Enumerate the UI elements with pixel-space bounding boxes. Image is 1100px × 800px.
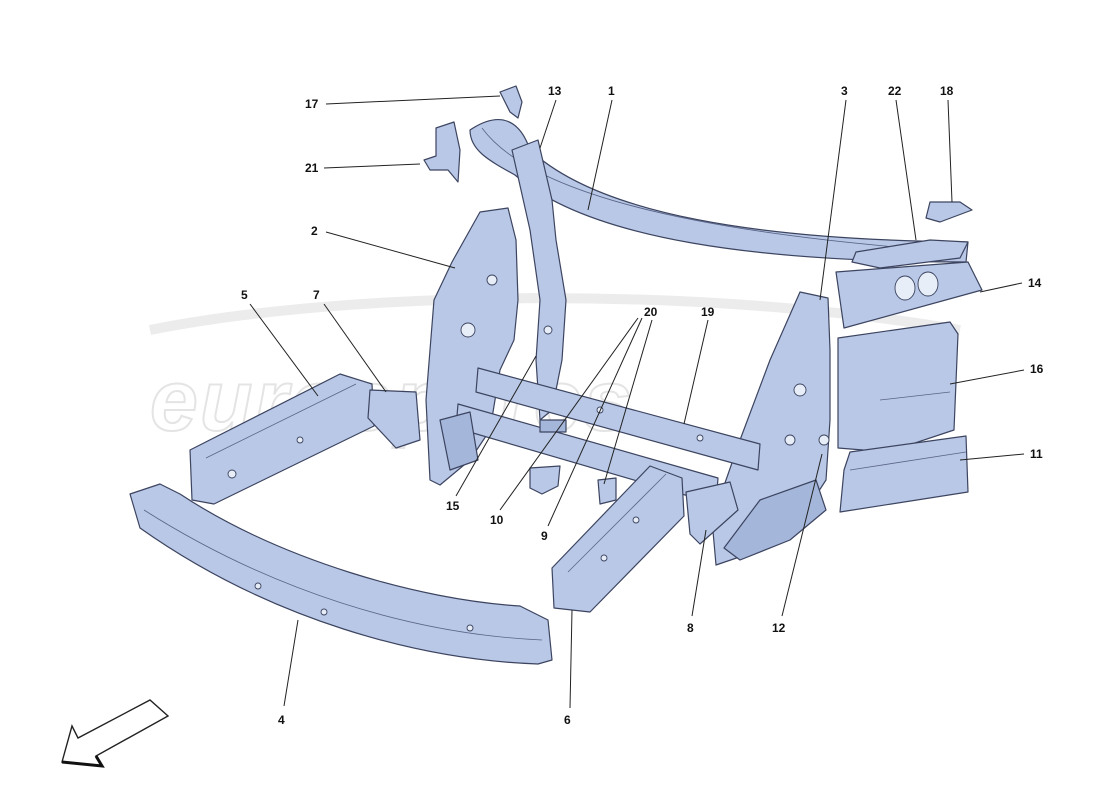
part-17-small-bracket [499,85,523,119]
part-7-small-bracket [367,389,421,449]
leader-4 [283,619,299,707]
part-5-left-rail [189,373,375,505]
callout-8: 8 [687,621,694,635]
leader-8 [691,529,707,617]
part-16-inner-panel [837,321,959,453]
callout-6: 6 [564,713,571,727]
callout-9: 9 [541,529,548,543]
leader-5 [249,303,319,397]
callout-17: 17 [305,97,319,111]
callout-11: 11 [1030,447,1043,461]
leader-18 [947,99,953,203]
part-6-right-rail [551,465,685,613]
front-direction-arrow-icon [61,699,170,768]
part-8-angled-bracket [685,481,739,545]
leader-7 [323,303,387,393]
part-15-lower-tube [439,411,479,471]
callout-14: 14 [1028,276,1042,290]
leader-2 [325,231,456,269]
callout-16: 16 [1030,362,1044,376]
leader-12 [781,453,823,617]
leader-9 [547,317,643,527]
leader-17 [325,95,501,105]
part-21-upper-bracket [423,121,461,183]
leader-lines [249,95,1025,709]
leader-13 [539,99,557,149]
leader-21 [323,163,421,169]
part-11-lower-box [839,435,969,513]
callout-10: 10 [490,513,504,527]
leader-22 [895,99,917,241]
callout-3: 3 [841,84,848,98]
callout-2: 2 [311,224,318,238]
callout-7: 7 [313,288,320,302]
part-18-clip [925,201,973,223]
callout-labels: 1 2 3 4 5 6 7 8 9 10 11 12 13 14 15 16 1… [241,84,1044,727]
leader-20 [603,319,653,485]
part-20-bracket-b [597,477,617,505]
callout-15: 15 [446,499,460,513]
leader-11 [959,453,1025,461]
leader-14 [979,282,1023,293]
callout-4: 4 [278,713,285,727]
callout-1: 1 [608,84,615,98]
part-4-front-bumper-beam [129,483,553,665]
callout-22: 22 [888,84,902,98]
leader-1 [587,99,613,211]
part-13-vertical-pillar [511,139,567,421]
part-22-small-plate [851,239,969,269]
callout-5: 5 [241,288,248,302]
part-20-bracket-a [529,465,561,495]
part-14-right-panel [835,261,983,329]
leader-10 [499,317,639,511]
callout-18: 18 [940,84,954,98]
leader-16 [949,369,1025,385]
leader-15 [455,355,537,497]
callout-12: 12 [772,621,786,635]
callout-20: 20 [644,305,658,319]
leader-3 [819,99,847,301]
callout-21: 21 [305,161,319,175]
callout-19: 19 [701,305,715,319]
callout-13: 13 [548,84,562,98]
leader-19 [683,319,709,425]
leader-6 [569,609,573,709]
